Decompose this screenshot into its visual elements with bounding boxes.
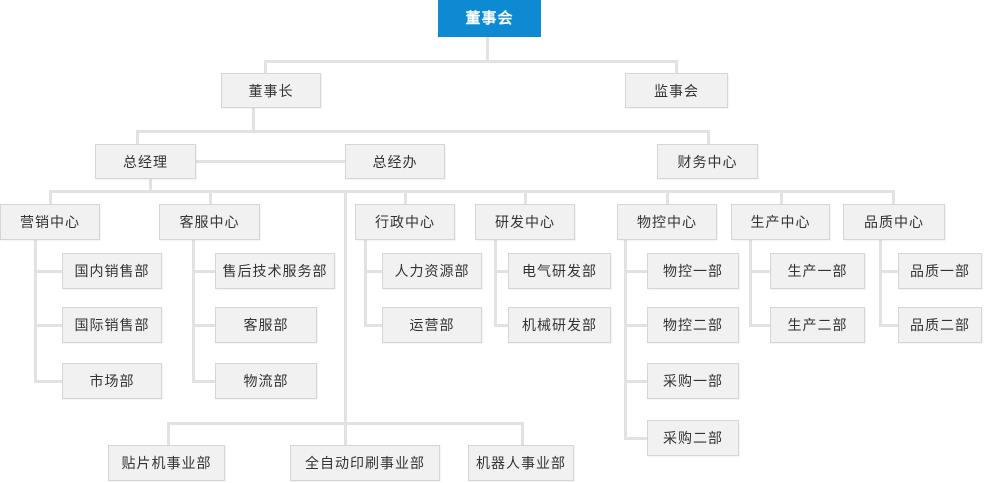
connector-line [780, 190, 783, 205]
connector-line [149, 179, 152, 193]
org-node-printing-division: 全自动印刷事业部 [290, 445, 440, 481]
org-node-smt-division: 贴片机事业部 [108, 445, 225, 481]
org-node-domestic-sales: 国内销售部 [62, 253, 162, 289]
org-node-production: 生产中心 [731, 204, 830, 240]
connector-line [35, 270, 62, 273]
connector-line [521, 422, 524, 446]
org-node-quality1: 品质一部 [898, 253, 982, 289]
connector-line [192, 240, 195, 383]
connector-line [879, 240, 882, 327]
connector-line [625, 437, 647, 440]
org-node-logistics: 物流部 [215, 363, 317, 399]
org-node-hr: 人力资源部 [382, 253, 482, 289]
connector-line [524, 190, 527, 205]
connector-line [494, 240, 497, 327]
connector-line [35, 324, 62, 327]
connector-line [750, 270, 770, 273]
connector-line [625, 270, 647, 273]
connector-line [193, 324, 215, 327]
connector-line [193, 270, 215, 273]
connector-line [193, 380, 215, 383]
connector-line [365, 324, 382, 327]
connector-line [495, 324, 508, 327]
connector-line [880, 270, 898, 273]
org-node-supervisory: 监事会 [625, 73, 728, 108]
org-node-customer-service: 客服中心 [159, 204, 260, 240]
org-node-admin: 行政中心 [355, 204, 455, 240]
connector-line [265, 60, 676, 63]
org-node-material: 物控中心 [617, 204, 717, 240]
org-node-aftersales: 售后技术服务部 [215, 253, 335, 289]
connector-line [892, 190, 895, 205]
connector-line [749, 240, 752, 327]
connector-line [136, 130, 139, 145]
org-node-robot-division: 机器人事业部 [468, 445, 574, 481]
connector-line [675, 60, 678, 74]
org-node-cs-dept: 客服部 [215, 307, 317, 343]
org-node-mechanical-rnd: 机械研发部 [508, 307, 611, 343]
connector-line [707, 130, 710, 145]
org-node-material1: 物控一部 [647, 253, 739, 289]
connector-line [625, 380, 647, 383]
connector-line [34, 240, 37, 383]
connector-line [209, 190, 212, 205]
connector-line [344, 190, 347, 425]
connector-line [137, 130, 708, 133]
org-node-quality: 品质中心 [843, 204, 945, 240]
org-node-quality2: 品质二部 [898, 307, 982, 343]
connector-line [196, 160, 345, 163]
org-node-intl-sales: 国际销售部 [62, 307, 162, 343]
connector-line [750, 324, 770, 327]
connector-line [404, 190, 407, 205]
connector-line [880, 324, 898, 327]
connector-line [666, 190, 669, 205]
org-node-finance: 财务中心 [657, 144, 758, 179]
org-node-marketing: 营销中心 [0, 204, 100, 240]
connector-line [49, 190, 52, 205]
connector-line [624, 240, 627, 440]
connector-line [167, 422, 170, 446]
connector-line [625, 324, 647, 327]
connector-line [50, 190, 893, 193]
org-node-purchasing2: 采购二部 [647, 420, 739, 456]
org-node-production2: 生产二部 [770, 307, 865, 343]
org-node-gm: 总经理 [95, 144, 196, 179]
org-node-gm-office: 总经办 [345, 144, 445, 179]
connector-line [252, 108, 255, 133]
connector-line [495, 270, 508, 273]
connector-line [264, 60, 267, 74]
connector-line [364, 240, 367, 327]
org-node-market-dept: 市场部 [62, 363, 162, 399]
connector-line [486, 37, 489, 63]
org-node-production1: 生产一部 [770, 253, 865, 289]
org-node-board: 董事会 [438, 0, 541, 37]
org-node-rnd: 研发中心 [475, 204, 575, 240]
org-node-electrical-rnd: 电气研发部 [508, 253, 611, 289]
org-node-purchasing1: 采购一部 [647, 363, 739, 399]
org-node-operations: 运营部 [382, 307, 482, 343]
org-node-material2: 物控二部 [647, 307, 739, 343]
connector-line [365, 270, 382, 273]
org-node-chairman: 董事长 [221, 73, 321, 108]
connector-line [35, 380, 62, 383]
connector-line [344, 422, 347, 446]
